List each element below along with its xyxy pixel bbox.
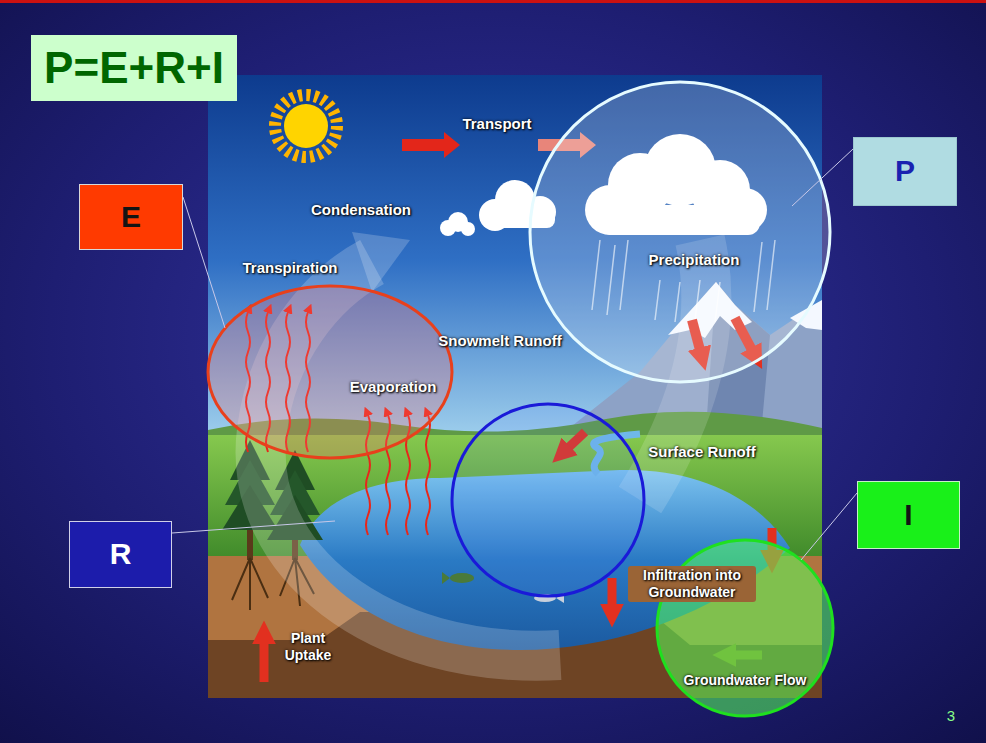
cycle-band-head	[352, 232, 410, 292]
fish-tail	[442, 572, 450, 584]
leader-line	[792, 149, 853, 206]
sun	[284, 104, 328, 148]
page-number: 3	[947, 707, 955, 725]
process-label: Groundwater Flow	[684, 672, 807, 689]
leader-line	[172, 521, 335, 533]
process-label: Infiltration into Groundwater	[628, 566, 756, 602]
callout-box: E	[79, 184, 183, 250]
process-label: Plant Uptake	[278, 630, 338, 664]
infiltration-arrow	[608, 578, 617, 606]
cloud	[461, 222, 475, 236]
leader-lines	[172, 149, 857, 560]
uptake-arrow	[260, 642, 269, 682]
equation-title: P=E+R+I	[31, 35, 237, 101]
callout-box: I	[857, 481, 960, 549]
box-letter: E	[121, 200, 141, 235]
top-rule	[0, 0, 986, 3]
callout-box: R	[69, 521, 172, 588]
process-label: Precipitation	[649, 251, 740, 269]
leader-line	[801, 493, 857, 560]
precipitation-circle	[530, 82, 830, 382]
transport-arrow	[402, 132, 460, 158]
sun-rays	[275, 95, 337, 157]
process-label: Surface Runoff	[648, 443, 756, 461]
fish-body	[450, 573, 474, 583]
leader-line	[183, 197, 225, 328]
process-label: Transport	[462, 115, 531, 133]
evaporation-ellipse	[208, 286, 452, 458]
process-label: Snowmelt Runoff	[438, 332, 561, 350]
box-letter: P	[895, 154, 915, 189]
vapour-arrow	[426, 415, 430, 535]
process-label: Transpiration	[242, 259, 337, 277]
tree-trunk	[247, 530, 253, 560]
process-label: Evaporation	[350, 378, 437, 396]
process-label: Condensation	[311, 201, 411, 219]
box-letter: R	[110, 537, 132, 572]
box-letter: I	[904, 498, 912, 533]
callout-box: P	[853, 137, 957, 206]
runoff-circle	[452, 404, 644, 596]
